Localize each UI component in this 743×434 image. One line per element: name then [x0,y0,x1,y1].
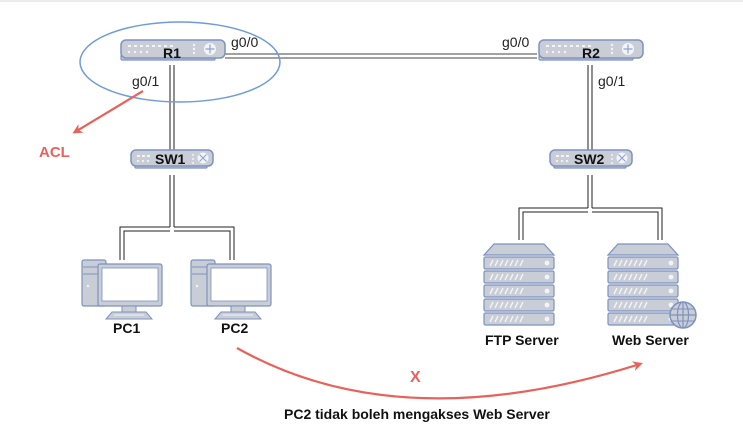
top-border [0,0,743,2]
web-server-icon[interactable] [608,244,678,325]
link-r2-sw2 [587,65,593,150]
caption: PC2 tidak boleh mengakses Web Server [284,406,550,422]
web-server-label: Web Server [612,332,689,348]
r1-port-g0-1: g0/1 [132,73,160,89]
blocked-traffic-arrow [236,347,643,400]
blocked-x-mark: X [410,369,421,386]
link-r1-sw1 [169,65,175,150]
pc2-label: PC2 [221,320,249,336]
pc1-icon[interactable] [81,259,163,320]
r2-port-g0-0: g0/0 [502,34,530,50]
globe-icon [669,301,697,329]
link-sw2-servers [518,175,663,240]
r1-highlight-ellipse [79,21,281,103]
link-sw1-pcs [119,175,235,260]
acl-arrow [72,90,144,134]
r2-label: R2 [582,45,600,61]
pc2-icon[interactable] [190,259,272,320]
pc1-label: PC1 [113,320,141,336]
sw2-label: SW2 [574,151,605,167]
acl-label: ACL [39,144,70,161]
ftp-server-label: FTP Server [485,332,559,348]
r2-port-g0-1: g0/1 [598,73,626,89]
sw1-label: SW1 [155,151,186,167]
r1-label: R1 [163,45,181,61]
r1-port-g0-0: g0/0 [231,34,259,50]
ftp-server-icon[interactable] [484,244,554,325]
link-r1-r2 [225,53,537,59]
